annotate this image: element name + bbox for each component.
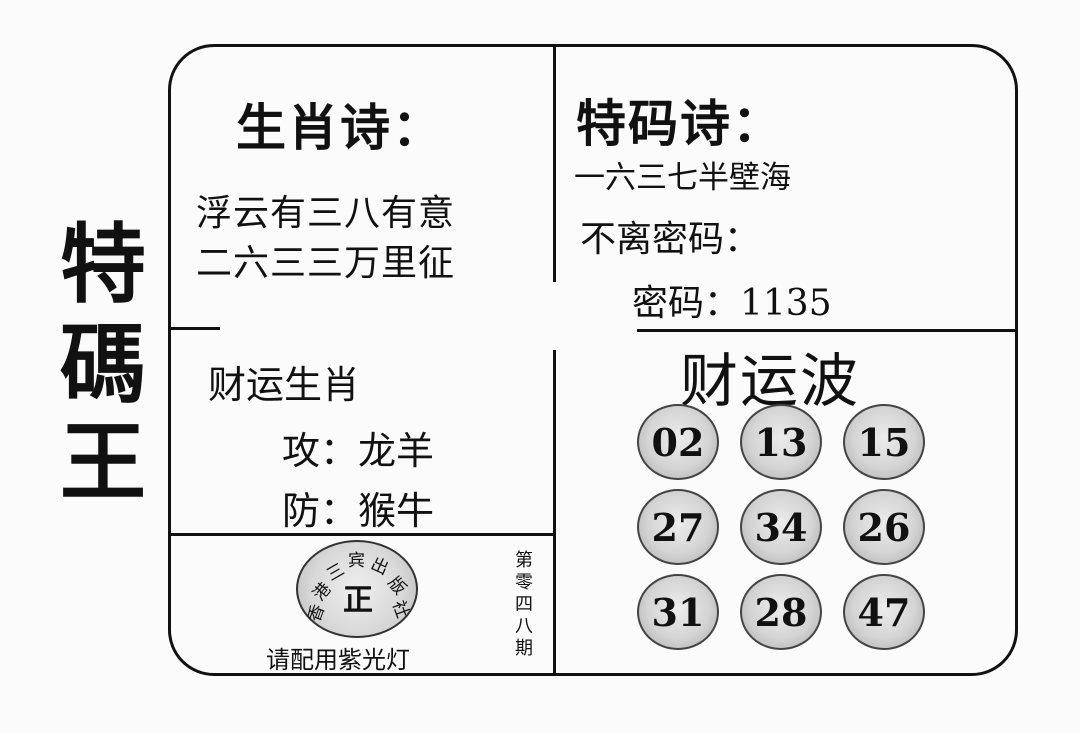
issue-char: 第 — [515, 550, 533, 571]
issue-char: 八 — [515, 616, 533, 637]
zodiac-poem-line-2: 二六三三万里征 — [196, 243, 456, 284]
side-title-char-2: 碼 — [60, 314, 146, 415]
fortune-wave-heading: 财运波 — [680, 347, 861, 415]
number-ball: 31 — [637, 574, 719, 650]
number-ball: 27 — [637, 489, 719, 565]
number-ball: 47 — [843, 574, 925, 650]
number-ball: 15 — [843, 404, 925, 480]
main-frame — [168, 44, 1018, 676]
secret-code-line: 密码：1135 — [632, 283, 832, 324]
vertical-divider-top — [553, 46, 556, 282]
issue-char: 期 — [515, 638, 533, 659]
issue-char: 零 — [515, 572, 533, 593]
lower-left-divider — [170, 533, 554, 536]
number-ball: 34 — [740, 489, 822, 565]
right-divider — [637, 329, 1017, 332]
special-poem-line-2: 不离密码： — [580, 219, 761, 260]
special-poem-heading: 特码诗： — [576, 94, 784, 153]
side-title-char-3: 王 — [60, 412, 146, 513]
zodiac-poem-heading: 生肖诗： — [236, 98, 444, 157]
publisher-seal: 香 港 三 宾 出 版 社 正 — [296, 540, 418, 638]
number-ball: 28 — [740, 574, 822, 650]
seal-ring-char: 版 — [383, 573, 410, 600]
footer-note: 请配用紫光灯 — [266, 646, 410, 674]
fortune-zodiac-attack: 攻：龙羊 — [282, 429, 435, 473]
fortune-zodiac-defense: 防：猴牛 — [282, 489, 435, 533]
number-ball: 13 — [740, 404, 822, 480]
zodiac-poem-line-1: 浮云有三八有意 — [196, 193, 456, 234]
number-ball: 26 — [843, 489, 925, 565]
fortune-zodiac-heading: 财运生肖 — [208, 363, 361, 407]
seal-center-char: 正 — [343, 583, 373, 618]
left-divider-stub — [170, 327, 220, 330]
special-poem-line-1: 一六三七半壁海 — [574, 160, 791, 196]
issue-char: 四 — [515, 594, 533, 615]
vertical-divider-bottom — [553, 350, 556, 675]
number-ball: 02 — [637, 404, 719, 480]
side-title-char-1: 特 — [60, 214, 146, 315]
seal-ring-char: 宾 — [348, 551, 365, 571]
issue-number: 第 零 四 八 期 — [509, 550, 539, 660]
